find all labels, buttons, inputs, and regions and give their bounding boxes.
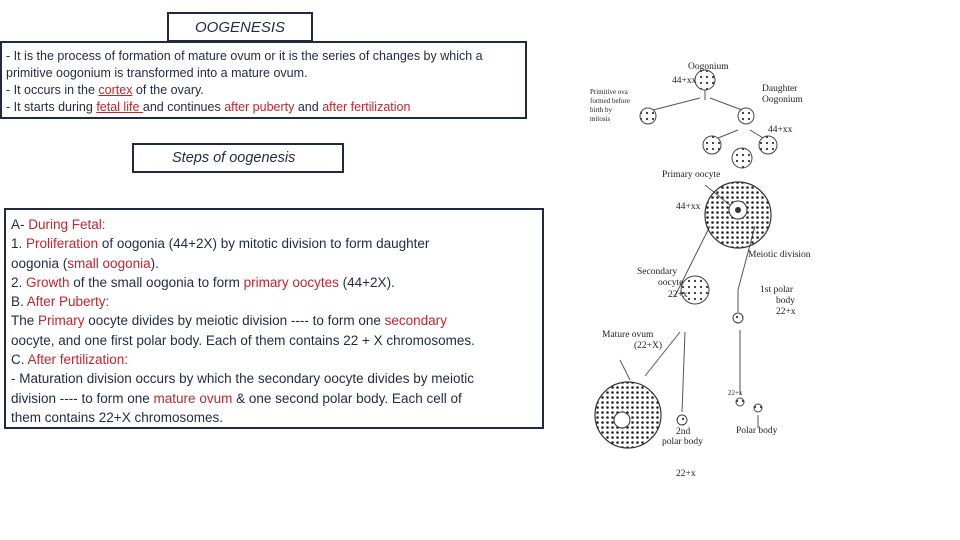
label-primary-chrom: 44+xx (676, 202, 701, 212)
label-daughter-1: Daughter (762, 84, 798, 94)
label-mature-chrom: (22+X) (634, 340, 662, 351)
step-text: The (11, 313, 39, 329)
step-b-2: oocyte, and one first polar body. Each o… (11, 331, 537, 350)
intro-line-2: primitive oogonium is transformed into a… (6, 65, 521, 82)
step-heading-red: After Puberty: (26, 294, 110, 310)
step-text: of oogonia (44+2X) by mitotic division t… (98, 236, 430, 252)
intro-text: and continues (142, 100, 225, 114)
step-keyword: Proliferation (26, 236, 99, 252)
steps-title-box: Steps of oogenesis (132, 143, 344, 173)
step-keyword: secondary (384, 313, 447, 329)
after-fertilization-term: after fertilization (322, 100, 411, 114)
diagram-connectors (619, 90, 764, 428)
intro-text: - It occurs in the (6, 83, 99, 97)
step-text: of the small oogonia to form (69, 274, 244, 290)
label-first-polar-chrom: 22+x (776, 307, 796, 317)
mature-ovum-cell (594, 381, 662, 449)
step-heading-red: During Fetal: (28, 217, 106, 232)
step-keyword: small oogonia (67, 255, 151, 271)
label-oogonium: Oogonium (688, 62, 729, 72)
step-c-1: - Maturation division occurs by which th… (11, 369, 537, 388)
step-text: & one second polar body. Each cell of (232, 390, 462, 406)
label-secondary-1: Secondary (637, 267, 677, 277)
label-second-polar-2: polar body (662, 437, 703, 447)
step-text: 1. (11, 236, 27, 252)
step-text: (44+2X). (338, 274, 395, 290)
intro-text: primitive oogonium is transformed into a… (6, 66, 308, 80)
step-text: A- (11, 217, 29, 232)
step-keyword: mature ovum (153, 390, 233, 406)
label-daughter-2: Oogonium (762, 95, 803, 105)
oogenesis-diagram: Oogonium 44+xx Primitive ova formed befo… (590, 62, 811, 479)
label-second-polar-1: 2nd (676, 427, 691, 437)
intro-line-4: - It starts during fetal life and contin… (6, 99, 521, 116)
divided-polar-body-cells (735, 397, 763, 413)
daughter-oogonium-cells (639, 107, 778, 169)
label-small-chrom: 22+x (728, 389, 743, 397)
primary-oocyte-cell (704, 181, 772, 249)
intro-text: and (294, 100, 323, 114)
step-text: them contains 22+X chromosomes. (11, 409, 223, 425)
label-primary-oocyte: Primary oocyte (662, 170, 720, 180)
label-second-polar-chrom: 22+x (676, 469, 696, 479)
step-a-heading: A- During Fetal: (11, 215, 537, 234)
after-puberty-term: after puberty (224, 100, 295, 114)
label-first-polar-1: 1st polar (760, 285, 794, 295)
step-text: division ---- to form one (11, 390, 154, 406)
steps-box: A- During Fetal: 1. Proliferation of oog… (4, 208, 544, 429)
label-meiotic-division: Meiotic division (748, 250, 811, 260)
label-secondary-chrom: 22+x (668, 290, 688, 300)
step-text: oogonia ( (11, 255, 68, 271)
step-c-2: division ---- to form one mature ovum & … (11, 389, 537, 408)
intro-line-3: - It occurs in the cortex of the ovary. (6, 82, 521, 99)
label-oogonium-chrom: 44+xx (672, 76, 697, 86)
label-primitive-2: formed before (590, 97, 630, 105)
first-polar-body-cell (732, 312, 744, 324)
step-b-1: The Primary oocyte divides by meiotic di… (11, 311, 537, 330)
step-text: B. (11, 294, 27, 310)
step-text: oocyte divides by meiotic division ---- … (84, 313, 385, 329)
step-a-1-cont: oogonia (small oogonia). (11, 254, 537, 273)
label-primitive-3: birth by (590, 106, 612, 114)
intro-text: - It starts during (6, 100, 97, 114)
intro-line-1: - It is the process of formation of matu… (6, 48, 521, 65)
step-c-3: them contains 22+X chromosomes. (11, 408, 537, 427)
label-secondary-2: oocyte (658, 278, 683, 288)
step-b-heading: B. After Puberty: (11, 292, 537, 311)
page-title-box: OOGENESIS (167, 12, 313, 42)
step-keyword: primary oocytes (243, 274, 339, 290)
step-keyword: Growth (26, 274, 70, 290)
oogonium-cell (694, 69, 716, 91)
cortex-term: cortex (98, 83, 133, 97)
step-keyword: Primary (38, 313, 85, 329)
secondary-oocyte-cell (680, 275, 710, 305)
step-text: oocyte, and one first polar body. Each o… (11, 332, 475, 348)
step-text: - Maturation division occurs by which th… (11, 371, 474, 387)
label-mature-ovum: Mature ovum (602, 330, 654, 340)
step-text: 2. (11, 274, 27, 290)
step-a-1: 1. Proliferation of oogonia (44+2X) by m… (11, 234, 537, 253)
intro-text: - It is the process of formation of matu… (6, 49, 483, 63)
step-c-heading: C. After fertilization: (11, 350, 537, 369)
label-polar-body: Polar body (736, 426, 778, 436)
step-text: C. (11, 352, 28, 368)
intro-text: of the ovary. (132, 83, 204, 97)
label-primitive-4: mitosis (590, 115, 611, 123)
steps-title: Steps of oogenesis (172, 150, 296, 166)
second-polar-body-cell (676, 414, 688, 426)
fetal-life-term: fetal life (96, 100, 143, 114)
step-a-2: 2. Growth of the small oogonia to form p… (11, 273, 537, 292)
step-text: ). (150, 255, 159, 271)
label-first-polar-2: body (776, 296, 795, 306)
page-title: OOGENESIS (194, 18, 286, 36)
label-daughter-chrom: 44+xx (768, 125, 793, 135)
step-heading-red: After fertilization: (27, 352, 129, 368)
label-primitive-1: Primitive ova (590, 88, 629, 96)
intro-box: - It is the process of formation of matu… (0, 41, 527, 119)
